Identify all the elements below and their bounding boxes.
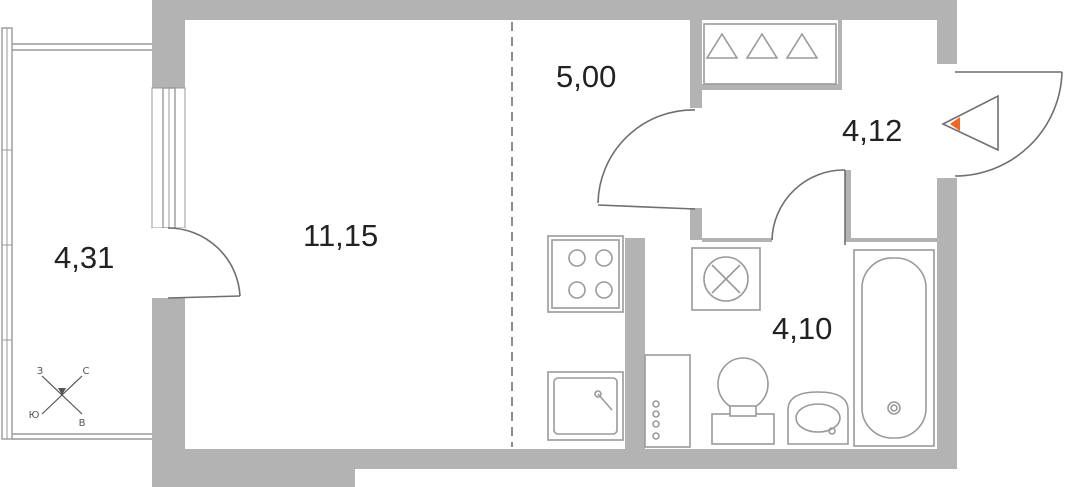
stove xyxy=(547,235,624,313)
compass-e: В xyxy=(79,418,86,429)
balcony-door xyxy=(152,227,241,299)
kitchen-area-label: 5,00 xyxy=(556,59,616,94)
compass-s: Ю xyxy=(29,410,40,421)
washing-machine xyxy=(691,247,761,311)
bathroom-area-label: 4,10 xyxy=(772,311,832,346)
compass: С В Ю З xyxy=(29,366,90,429)
wardrobe xyxy=(703,23,837,85)
appliance-column xyxy=(644,354,691,448)
bathtub xyxy=(853,249,935,447)
entrance-marker xyxy=(941,94,999,152)
entrance-door xyxy=(937,64,1063,178)
walls xyxy=(152,0,957,487)
compass-n: С xyxy=(83,366,90,377)
toilet xyxy=(711,357,775,445)
living-room-area-label: 11,15 xyxy=(303,218,378,253)
balcony xyxy=(1,27,152,440)
balcony-area-label: 4,31 xyxy=(54,240,114,275)
kitchen-sink xyxy=(547,371,624,441)
washbasin xyxy=(787,391,849,445)
kitchen-door xyxy=(597,109,696,210)
compass-w: З xyxy=(37,366,43,377)
bathroom-door xyxy=(771,169,846,245)
hall-area-label: 4,12 xyxy=(842,113,902,148)
entrance-marker-arrow xyxy=(950,117,960,131)
window xyxy=(151,87,186,229)
